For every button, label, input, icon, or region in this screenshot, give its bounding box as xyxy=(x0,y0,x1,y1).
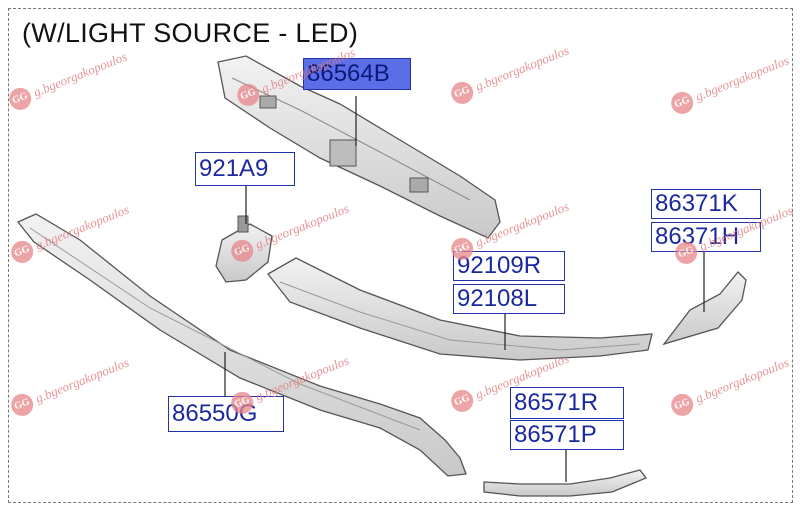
part-label-921a9[interactable]: 921A9 xyxy=(195,152,295,186)
leader-lines xyxy=(224,96,705,482)
strip-86571r-part xyxy=(483,469,648,497)
part-label-86371h[interactable]: 86371H xyxy=(651,222,761,252)
part-label-86550g[interactable]: 86550G xyxy=(168,396,284,432)
garnish-86550g-part xyxy=(16,213,467,477)
lamp-92109r-part xyxy=(267,257,653,361)
diagram-frame xyxy=(8,8,793,503)
part-label-86564b[interactable]: 86564B xyxy=(303,58,411,90)
part-label-86571p[interactable]: 86571P xyxy=(510,420,624,450)
bracket-86564b-part xyxy=(217,55,501,239)
part-label-86571r[interactable]: 86571R xyxy=(510,387,624,419)
corner-86371k-part xyxy=(662,271,747,346)
diagram-title: (W/LIGHT SOURCE - LED) xyxy=(22,18,359,48)
part-label-92109r[interactable]: 92109R xyxy=(453,251,565,281)
part-label-86371k[interactable]: 86371K xyxy=(651,189,761,219)
part-label-92108l[interactable]: 92108L xyxy=(453,284,565,314)
